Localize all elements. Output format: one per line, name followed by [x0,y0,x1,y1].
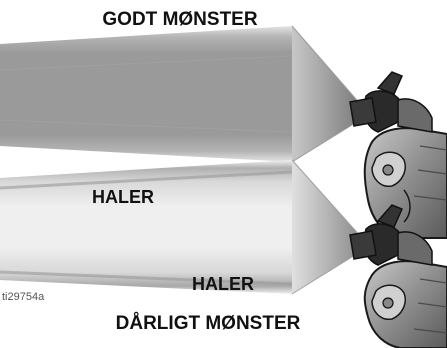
bad-pattern-title: DÅRLIGT MØNSTER [116,313,301,334]
good-pattern-title: GODT MØNSTER [102,9,257,30]
figure-id: ti29754a [2,291,45,303]
tails-label-upper: HALER [92,187,154,207]
tails-label-lower: HALER [192,274,254,294]
good-spray-band [0,26,292,162]
